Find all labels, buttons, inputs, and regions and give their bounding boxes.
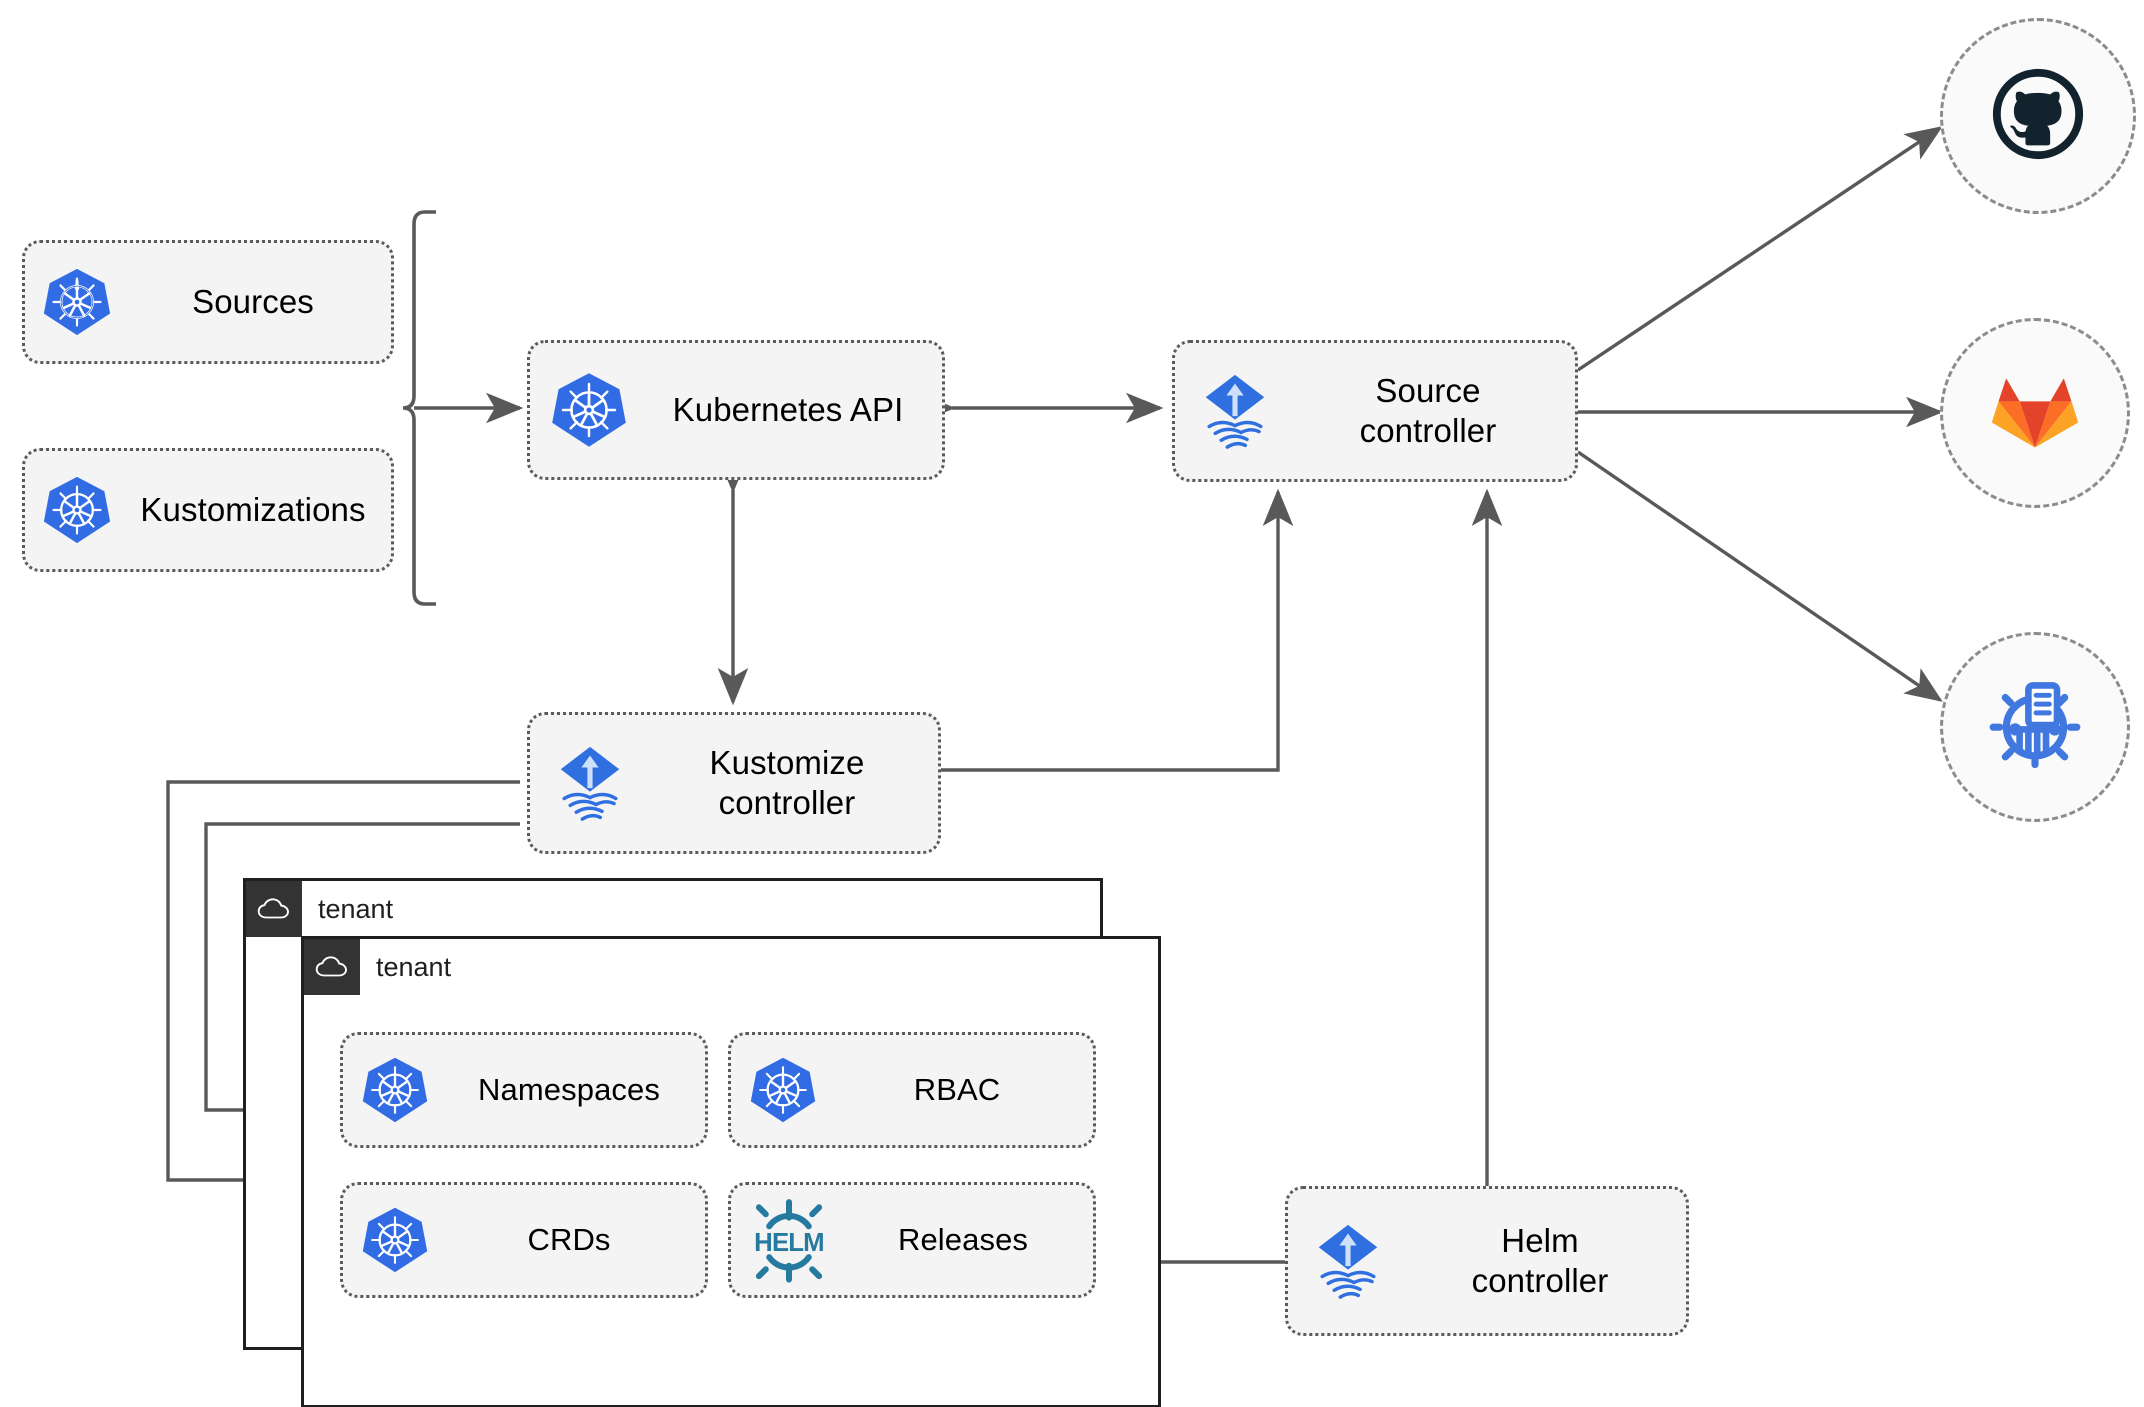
flux-icon	[530, 740, 650, 826]
node-rbac[interactable]: RBAC	[728, 1032, 1096, 1148]
kubernetes-icon	[25, 474, 129, 546]
node-kustomizations[interactable]: Kustomizations	[22, 448, 394, 572]
node-kustomize-controller[interactable]: Kustomize controller	[527, 712, 941, 854]
github-icon	[1989, 65, 2087, 168]
node-namespaces[interactable]: Namespaces	[340, 1032, 708, 1148]
helm-repository-icon	[1980, 670, 2090, 785]
kubernetes-icon	[343, 1205, 447, 1275]
node-source-controller[interactable]: Source controller	[1172, 340, 1578, 482]
flux-icon	[1175, 368, 1295, 454]
node-kubernetes-api-label: Kubernetes API	[672, 390, 904, 428]
kubernetes-icon	[731, 1055, 835, 1125]
node-rbac-label: RBAC	[913, 1072, 1001, 1108]
node-helm-controller-label: Helm controller	[1471, 1221, 1609, 1299]
helm-icon: HELM	[731, 1197, 847, 1283]
tenant-inner-label: tenant	[376, 951, 452, 982]
tenant-inner-header: tenant	[304, 939, 451, 995]
node-kustomize-controller-label: Kustomize controller	[709, 743, 865, 821]
tenant-outer-header: tenant	[246, 881, 393, 937]
cloud-icon	[246, 881, 302, 937]
node-helm-controller[interactable]: Helm controller	[1285, 1186, 1689, 1336]
node-source-controller-label: Source controller	[1359, 371, 1497, 449]
endpoint-helm-repository[interactable]	[1940, 632, 2130, 822]
kubernetes-icon	[530, 370, 648, 450]
node-crds[interactable]: CRDs	[340, 1182, 708, 1298]
flux-icon	[1288, 1218, 1408, 1304]
endpoint-gitlab[interactable]	[1940, 318, 2130, 508]
node-kustomizations-label: Kustomizations	[140, 490, 366, 528]
kubernetes-icon	[343, 1055, 447, 1125]
node-namespaces-label: Namespaces	[478, 1072, 660, 1108]
tenant-outer-label: tenant	[318, 893, 394, 924]
node-releases[interactable]: HELM Releases	[728, 1182, 1096, 1298]
tenant-inner[interactable]: tenant	[301, 936, 1161, 1407]
cloud-icon	[304, 939, 360, 995]
node-sources-label: Sources	[192, 282, 314, 320]
gitlab-icon	[1987, 363, 2083, 464]
svg-text:HELM: HELM	[754, 1229, 824, 1257]
node-releases-label: Releases	[897, 1222, 1029, 1258]
node-crds-label: CRDs	[527, 1222, 611, 1258]
kubernetes-icon	[25, 266, 129, 338]
node-kubernetes-api[interactable]: Kubernetes API	[527, 340, 945, 480]
node-sources[interactable]: Sources	[22, 240, 394, 364]
endpoint-github[interactable]	[1940, 18, 2136, 214]
